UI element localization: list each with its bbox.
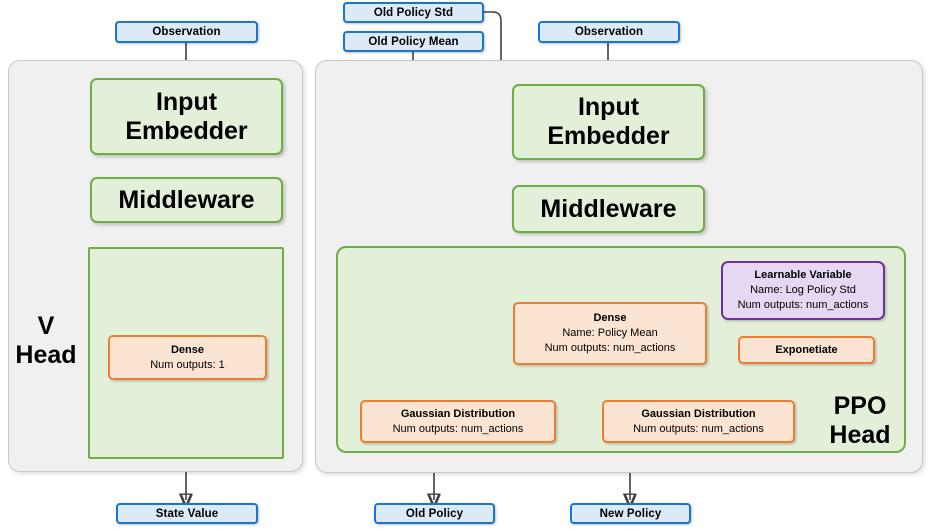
gaussian-distribution-new[interactable]: Gaussian Distribution Num outputs: num_a…: [602, 400, 795, 443]
learnable-variable-name: Name: Log Policy Std: [750, 284, 856, 296]
gaussian-distribution-new-num-outputs: Num outputs: num_actions: [633, 422, 764, 435]
v-head-label-line1: V: [37, 312, 55, 340]
state-value-output-label: State Value: [155, 507, 219, 520]
ppo-dense-policy-mean-num-outputs: Num outputs: num_actions: [544, 342, 676, 354]
old-policy-std-input[interactable]: Old Policy Std: [343, 2, 484, 23]
ppo-head-label: PPO Head: [820, 392, 900, 450]
v-head-label: V Head: [10, 312, 82, 370]
learnable-variable-num-outputs: Num outputs: num_actions: [737, 299, 869, 311]
exponetiate-title: Exponetiate: [775, 343, 838, 356]
old-policy-output-label: Old Policy: [405, 507, 464, 520]
observation-input-ppo[interactable]: Observation: [538, 21, 680, 43]
v-input-embedder-label: Input Embedder: [125, 87, 248, 145]
gaussian-distribution-new-title: Gaussian Distribution: [641, 407, 756, 420]
v-dense[interactable]: Dense Num outputs: 1: [108, 335, 267, 380]
old-policy-std-input-label: Old Policy Std: [373, 6, 454, 19]
v-dense-num-outputs: Num outputs: 1: [150, 358, 225, 371]
old-policy-output[interactable]: Old Policy: [374, 503, 495, 524]
v-dense-title: Dense: [170, 343, 205, 356]
old-policy-mean-input[interactable]: Old Policy Mean: [343, 31, 484, 52]
v-input-embedder[interactable]: Input Embedder: [90, 78, 283, 155]
old-policy-mean-input-label: Old Policy Mean: [368, 35, 459, 48]
v-middleware[interactable]: Middleware: [90, 177, 283, 223]
ppo-dense-policy-mean-name: Name: Policy Mean: [562, 327, 658, 339]
gaussian-distribution-old[interactable]: Gaussian Distribution Num outputs: num_a…: [360, 400, 556, 443]
ppo-input-embedder-label: Input Embedder: [547, 93, 670, 150]
observation-input-v-label: Observation: [152, 26, 221, 38]
v-head-label-line2: Head: [15, 341, 77, 369]
state-value-output[interactable]: State Value: [116, 503, 258, 524]
ppo-middleware[interactable]: Middleware: [512, 185, 705, 233]
new-policy-output-label: New Policy: [599, 507, 662, 520]
exponetiate[interactable]: Exponetiate: [738, 336, 875, 364]
learnable-variable-title: Learnable Variable: [754, 269, 852, 281]
gaussian-distribution-old-num-outputs: Num outputs: num_actions: [392, 422, 524, 435]
ppo-dense-policy-mean[interactable]: Dense Name: Policy Mean Num outputs: num…: [513, 302, 707, 365]
gaussian-distribution-old-title: Gaussian Distribution: [400, 407, 516, 420]
ppo-middleware-label: Middleware: [540, 194, 677, 223]
observation-input-ppo-label: Observation: [574, 26, 644, 38]
v-middleware-label: Middleware: [118, 185, 255, 214]
ppo-input-embedder[interactable]: Input Embedder: [512, 84, 705, 160]
new-policy-output[interactable]: New Policy: [570, 503, 691, 524]
ppo-head-label-line2: Head: [829, 421, 891, 449]
ppo-head-label-line1: PPO: [833, 392, 887, 420]
learnable-variable-log-policy-std[interactable]: Learnable Variable Name: Log Policy Std …: [721, 261, 885, 320]
ppo-dense-policy-mean-title: Dense: [593, 312, 627, 324]
observation-input-v[interactable]: Observation: [115, 21, 258, 43]
